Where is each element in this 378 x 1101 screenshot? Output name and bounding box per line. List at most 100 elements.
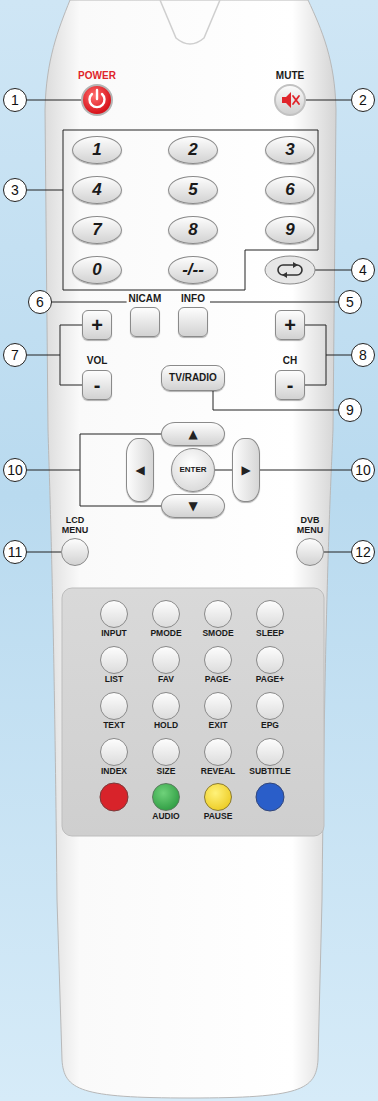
- button-shape: [81, 84, 113, 116]
- arrow-button: ◀: [126, 438, 154, 502]
- function-button: INPUT: [100, 600, 128, 638]
- button-shape: 3: [265, 136, 315, 164]
- bracket-line: [27, 325, 82, 385]
- mute-button: MUTE: [274, 71, 306, 117]
- button-shape: [152, 738, 180, 766]
- leader-line: [324, 552, 351, 553]
- function-button: PMODE: [150, 600, 181, 638]
- button-shape: [152, 600, 180, 628]
- number-button: 8: [168, 216, 218, 244]
- button-text: -: [287, 375, 294, 396]
- button-shape: [204, 600, 232, 628]
- mute-icon: [282, 92, 291, 108]
- button-label: DVB MENU: [297, 516, 324, 535]
- button-shape: [274, 84, 306, 116]
- group-label: CH: [283, 355, 297, 366]
- callout-number: 4: [351, 258, 375, 282]
- button-text: 2: [188, 141, 197, 159]
- return-icon: [278, 265, 302, 275]
- button-shape: [204, 646, 232, 674]
- button-text: 0: [92, 261, 101, 279]
- function-button: EPG: [256, 692, 284, 730]
- function-button: TEXT: [100, 692, 128, 730]
- bracket-line: [27, 434, 161, 506]
- button-text: 9: [285, 221, 294, 239]
- button-text: +: [91, 315, 103, 336]
- callout-circle: 12: [351, 540, 375, 564]
- button-shape: [152, 646, 180, 674]
- button-shape: ▼: [161, 494, 225, 518]
- function-button: EXIT: [204, 692, 232, 730]
- button-label: MUTE: [276, 71, 304, 82]
- function-button: REVEAL: [201, 738, 235, 776]
- button-text: 1: [92, 141, 101, 159]
- button-label: FAV: [158, 675, 174, 684]
- callout-number: 5: [346, 295, 354, 310]
- tv-radio-button: TV/RADIO: [161, 365, 225, 391]
- button-shape: 4: [72, 176, 122, 204]
- button-label: NICAM: [129, 294, 162, 305]
- number-button: 7: [72, 216, 122, 244]
- power-icon: [90, 94, 105, 107]
- label-box: VOL: [87, 350, 108, 368]
- button-shape: ▲: [161, 422, 225, 446]
- function-button: FAV: [152, 646, 180, 684]
- arrow-button: ▶: [232, 438, 260, 502]
- callout-number: 10: [351, 458, 375, 482]
- callout-number: 6: [36, 295, 44, 310]
- function-button: NICAM: [129, 294, 162, 338]
- leader-line: [210, 302, 338, 303]
- button-text: ▼: [188, 500, 197, 513]
- button-shape: [130, 307, 160, 337]
- function-button: PAGE+: [256, 646, 284, 684]
- red-button: [100, 783, 128, 811]
- button-text: TV/RADIO: [169, 373, 217, 384]
- leader-line: [27, 552, 61, 553]
- number-button: 3: [265, 136, 315, 164]
- callout-number: 9: [338, 398, 362, 422]
- button-shape: [152, 783, 180, 811]
- callout-circle: 9: [338, 398, 362, 422]
- power-icon: [96, 90, 98, 99]
- yellow-button: PAUSE: [204, 783, 233, 821]
- number-button: 0: [72, 256, 122, 284]
- button-shape: 6: [265, 176, 315, 204]
- button-shape: ◀: [126, 438, 154, 502]
- button-shape: [204, 692, 232, 720]
- callout-number: 1: [3, 88, 27, 112]
- button-label: SLEEP: [256, 629, 284, 638]
- button-shape: [61, 538, 89, 566]
- number-button: 9: [265, 216, 315, 244]
- bracket-line: [63, 130, 318, 290]
- button-label: AUDIO: [152, 812, 179, 821]
- callout-number: 3: [3, 178, 27, 202]
- button-shape: [296, 538, 324, 566]
- number-button: 4: [72, 176, 122, 204]
- callout-number: 12: [351, 540, 375, 564]
- button-shape: [256, 738, 284, 766]
- function-button: HOLD: [152, 692, 180, 730]
- function-button: PAGE-: [204, 646, 232, 684]
- leader-line: [27, 100, 81, 101]
- function-button: LIST: [100, 646, 128, 684]
- group-label: VOL: [87, 355, 108, 366]
- button-shape: 5: [168, 176, 218, 204]
- callout-circle: 7: [3, 343, 27, 367]
- callout-circle: 4: [351, 258, 375, 282]
- button-shape: [256, 646, 284, 674]
- button-shape: [100, 600, 128, 628]
- callout-circle: 1: [3, 88, 27, 112]
- function-button: SLEEP: [256, 600, 284, 638]
- callout-circle: 8: [351, 343, 375, 367]
- button-shape: [256, 692, 284, 720]
- button-shape: [152, 692, 180, 720]
- callout-circle: 3: [3, 178, 27, 202]
- button-label: PAGE+: [256, 675, 284, 684]
- button-shape: 2: [168, 136, 218, 164]
- callout-circle: 5: [338, 290, 362, 314]
- green-button: AUDIO: [152, 783, 180, 821]
- callout-number: 2: [351, 88, 375, 112]
- callout-number: 7: [11, 348, 19, 363]
